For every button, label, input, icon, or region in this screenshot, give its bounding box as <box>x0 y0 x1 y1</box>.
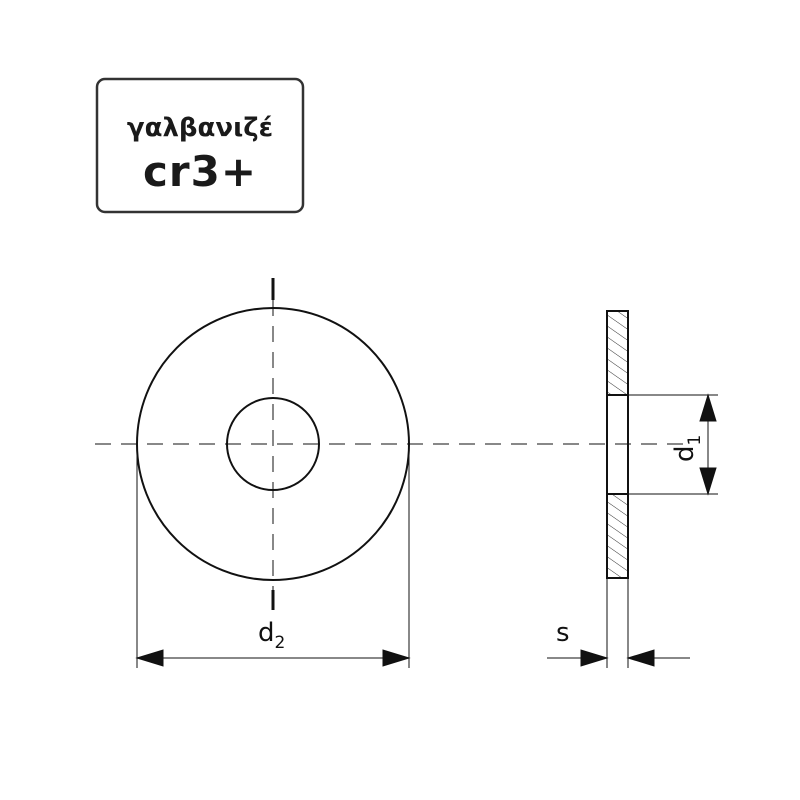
d2-arrow-left <box>135 649 164 667</box>
badge-frame <box>95 77 305 214</box>
d2-arrow-right <box>382 649 411 667</box>
d1-label: d1 <box>670 435 705 462</box>
dimension-s <box>547 578 690 668</box>
d1-arrow-bottom <box>699 467 717 496</box>
badge-finish-code: cr3+ <box>143 147 257 196</box>
side-section-bottom <box>606 493 629 579</box>
center-lines <box>95 278 690 610</box>
d2-label: d2 <box>258 618 285 653</box>
s-label: s <box>556 618 570 648</box>
side-section-top <box>606 310 629 396</box>
d1-arrow-top <box>699 393 717 422</box>
washer-inner-hole <box>226 397 320 491</box>
dimension-d1 <box>628 393 718 496</box>
s-arrow-right <box>626 649 655 667</box>
finish-badge: γαλβανιζέ cr3+ <box>95 77 305 214</box>
s-arrow-left <box>580 649 609 667</box>
dimension-d2 <box>135 444 411 668</box>
washer-side-view <box>606 310 629 579</box>
badge-finish-label: γαλβανιζέ <box>127 113 273 143</box>
